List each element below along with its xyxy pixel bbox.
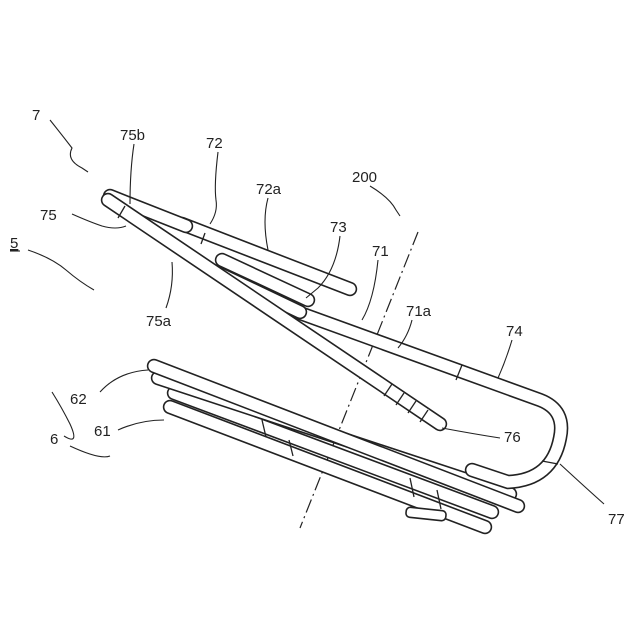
ref-61: 61 xyxy=(94,423,111,440)
leader-75 xyxy=(72,214,126,228)
leader-200 xyxy=(370,186,400,216)
ref-73: 73 xyxy=(330,219,347,236)
tube-group-6 xyxy=(154,366,518,527)
ref-7: 7 xyxy=(32,107,40,124)
leader-72 xyxy=(210,152,218,224)
ref-77: 77 xyxy=(608,511,625,528)
ref-71: 71 xyxy=(372,243,389,260)
leader-75a xyxy=(166,262,172,308)
ref-6: 6 xyxy=(50,431,58,448)
ref-200: 200 xyxy=(352,169,377,186)
ref-74: 74 xyxy=(506,323,523,340)
ref-72: 72 xyxy=(206,135,223,152)
ref-62: 62 xyxy=(70,391,87,408)
ref-75: 75 xyxy=(40,207,57,224)
leader-7 xyxy=(50,120,88,172)
leader-62 xyxy=(100,370,148,392)
leader-61 xyxy=(118,420,164,430)
tube-61 xyxy=(174,393,492,512)
leader-72a xyxy=(265,198,268,250)
ref-75a: 75a xyxy=(146,313,172,330)
leader-6b xyxy=(70,446,110,457)
leader-75b xyxy=(130,144,134,204)
leader-71 xyxy=(362,260,378,320)
tube-75a xyxy=(108,200,440,424)
ref-5: 5 xyxy=(10,235,18,252)
ref-76: 76 xyxy=(504,429,521,446)
ref-72a: 72a xyxy=(256,181,282,198)
leader-76 xyxy=(442,428,500,438)
ref-71a: 71a xyxy=(406,303,432,320)
leader-77 xyxy=(560,464,604,504)
tube-62 xyxy=(154,366,518,506)
leader-5 xyxy=(28,250,94,290)
ref-75b: 75b xyxy=(120,127,145,144)
leader-74 xyxy=(498,340,512,378)
